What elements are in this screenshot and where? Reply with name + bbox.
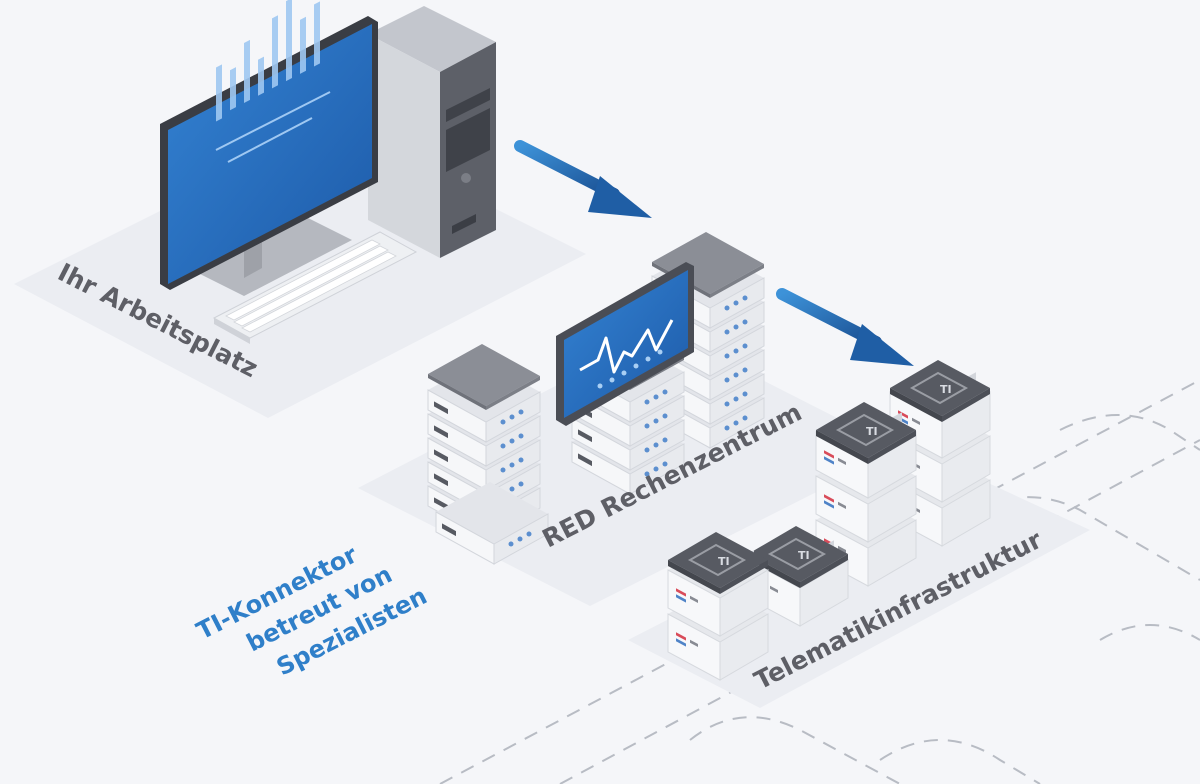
arrow-icon — [776, 288, 914, 366]
ti-tag: TI — [866, 425, 878, 438]
ti-tag: TI — [798, 549, 810, 562]
arrow-icon — [514, 140, 652, 218]
ti-box-tags: TI TI TI TI — [718, 383, 952, 568]
ti-tag: TI — [940, 383, 952, 396]
ti-tag: TI — [718, 555, 730, 568]
server-rack-icon — [427, 232, 765, 565]
desktop-computer-icon — [160, 0, 496, 344]
